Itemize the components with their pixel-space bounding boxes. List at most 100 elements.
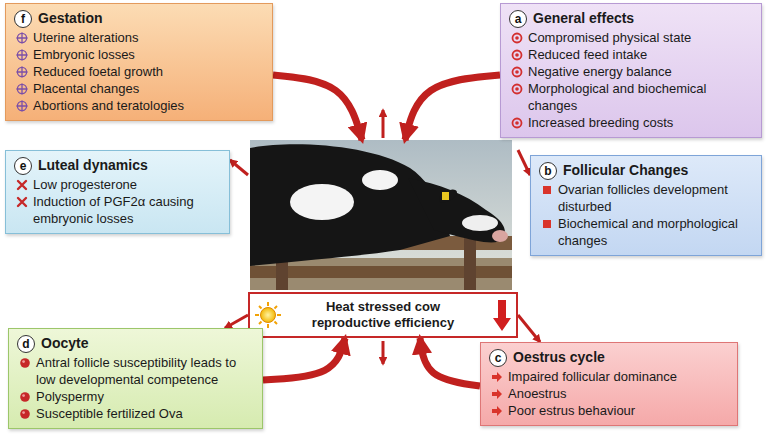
bullet-symbol bbox=[515, 36, 519, 40]
effect-arrow bbox=[263, 338, 345, 380]
item-text: Placental changes bbox=[33, 80, 139, 97]
effect-arrow bbox=[225, 315, 248, 328]
bullet-symbol bbox=[491, 405, 503, 417]
bullet-item: Ovarian follicles development disturbed bbox=[539, 181, 753, 215]
bullet-symbol bbox=[515, 121, 519, 125]
bullet-symbol bbox=[491, 388, 503, 400]
item-text: Reduced feed intake bbox=[528, 46, 647, 63]
bullet-symbol bbox=[17, 101, 28, 112]
item-text: Susceptible fertilized Ova bbox=[36, 405, 183, 422]
cow-body bbox=[250, 144, 450, 266]
bullet-symbol bbox=[513, 34, 522, 43]
bullet-symbol bbox=[17, 101, 28, 112]
bullet-symbol bbox=[513, 68, 522, 77]
bullet-symbol bbox=[17, 84, 28, 95]
bullet-symbol bbox=[511, 49, 523, 61]
effect-box: e Luteal dynamicsLow progesteroneInductio… bbox=[5, 150, 230, 234]
central-box: Heat stressed cow reproductive efficienc… bbox=[248, 140, 518, 338]
bullet-symbol bbox=[492, 372, 502, 382]
cow-ear bbox=[437, 187, 459, 206]
bullet-symbol bbox=[492, 406, 502, 416]
bullet-item: Increased breeding costs bbox=[509, 114, 753, 131]
item-text: Poor estrus behaviour bbox=[508, 402, 635, 419]
bullet-symbol bbox=[20, 358, 30, 368]
bullet-symbol bbox=[16, 66, 28, 78]
box-title: Luteal dynamics bbox=[38, 156, 148, 175]
bullet-item: Induction of PGF2α causing embryonic los… bbox=[14, 193, 221, 227]
bullet-symbol bbox=[492, 372, 502, 382]
central-text-box: Heat stressed cow reproductive efficienc… bbox=[248, 292, 518, 338]
bullet-symbol bbox=[492, 389, 502, 399]
bullet-symbol bbox=[511, 117, 523, 129]
bullet-symbol bbox=[513, 85, 522, 94]
panel-letter: c bbox=[489, 349, 507, 367]
bullet-symbol bbox=[20, 392, 30, 402]
bullet-symbol bbox=[515, 87, 519, 91]
bullet-item: Negative energy balance bbox=[509, 63, 753, 80]
small-arrow bbox=[382, 341, 385, 364]
bullet-symbol bbox=[16, 32, 28, 44]
item-text: Abortions and teratologies bbox=[33, 97, 184, 114]
sun-rays bbox=[255, 302, 281, 328]
photo-area bbox=[248, 140, 518, 292]
box-header: e Luteal dynamics bbox=[14, 156, 221, 175]
item-text: Anoestrus bbox=[508, 385, 567, 402]
bullet-symbol bbox=[17, 50, 28, 61]
item-text: Polyspermy bbox=[36, 388, 104, 405]
connector-layer bbox=[225, 75, 540, 386]
bullet-symbol bbox=[515, 53, 519, 57]
bullet-item: Low progesterone bbox=[14, 176, 221, 193]
bullet-item: Reduced feed intake bbox=[509, 46, 753, 63]
sun-rays bbox=[259, 322, 262, 325]
sun-rays bbox=[277, 314, 281, 316]
panel-letter: e bbox=[14, 157, 32, 175]
bullet-symbol bbox=[17, 84, 28, 95]
bullet-item: Biochemical and morphological changes bbox=[539, 215, 753, 249]
effect-arrow bbox=[518, 150, 530, 175]
bullet-symbol bbox=[543, 186, 551, 194]
effect-arrow bbox=[420, 338, 480, 386]
effect-arrow bbox=[230, 160, 248, 175]
bullet-symbol bbox=[20, 392, 30, 402]
bullet-symbol bbox=[492, 389, 502, 399]
item-text: Antral follicle susceptibility leads to … bbox=[36, 354, 254, 388]
effect-arrow bbox=[405, 75, 500, 140]
small-arrow bbox=[382, 110, 385, 138]
item-text: Increased breeding costs bbox=[528, 114, 673, 131]
effect-box: dOocyteAntral follicle susceptibility le… bbox=[8, 328, 263, 429]
bullet-item: Polyspermy bbox=[17, 388, 254, 405]
bullet-symbol bbox=[17, 33, 28, 44]
sun-rays bbox=[259, 306, 262, 309]
bullet-symbol bbox=[20, 409, 30, 419]
bullet-symbol bbox=[513, 68, 522, 77]
bullet-symbol bbox=[17, 50, 26, 59]
bullet-item: Placental changes bbox=[14, 80, 264, 97]
cow-muzzle bbox=[492, 230, 508, 242]
bullet-item: Compromised physical state bbox=[509, 29, 753, 46]
bullet-symbol bbox=[16, 179, 28, 191]
bullet-item: Poor estrus behaviour bbox=[489, 402, 729, 419]
cow-face bbox=[462, 215, 498, 231]
panel-letter: f bbox=[14, 10, 32, 28]
item-text: Low progesterone bbox=[33, 176, 137, 193]
bullet-item: Antral follicle susceptibility leads to … bbox=[17, 354, 254, 388]
bullet-symbol bbox=[513, 51, 522, 60]
bullet-symbol bbox=[511, 83, 523, 95]
cow-photo bbox=[250, 140, 512, 290]
bullet-symbol bbox=[18, 198, 26, 206]
bullet-symbol bbox=[22, 360, 25, 363]
panel-letter: a bbox=[509, 10, 527, 28]
bullet-symbol bbox=[19, 408, 31, 420]
bullet-symbol bbox=[16, 83, 28, 95]
bullet-symbol bbox=[20, 409, 30, 419]
bullet-symbol bbox=[491, 371, 503, 383]
bullet-item: Anoestrus bbox=[489, 385, 729, 402]
bullet-symbol bbox=[18, 181, 26, 189]
decrease-arrow bbox=[493, 300, 511, 331]
bullet-symbol bbox=[19, 391, 31, 403]
item-text: Induction of PGF2α causing embryonic los… bbox=[33, 193, 221, 227]
bullet-symbol bbox=[17, 67, 28, 78]
box-header: fGestation bbox=[14, 9, 264, 28]
item-text: Ovarian follicles development disturbed bbox=[558, 181, 753, 215]
bullet-symbol bbox=[543, 220, 551, 228]
